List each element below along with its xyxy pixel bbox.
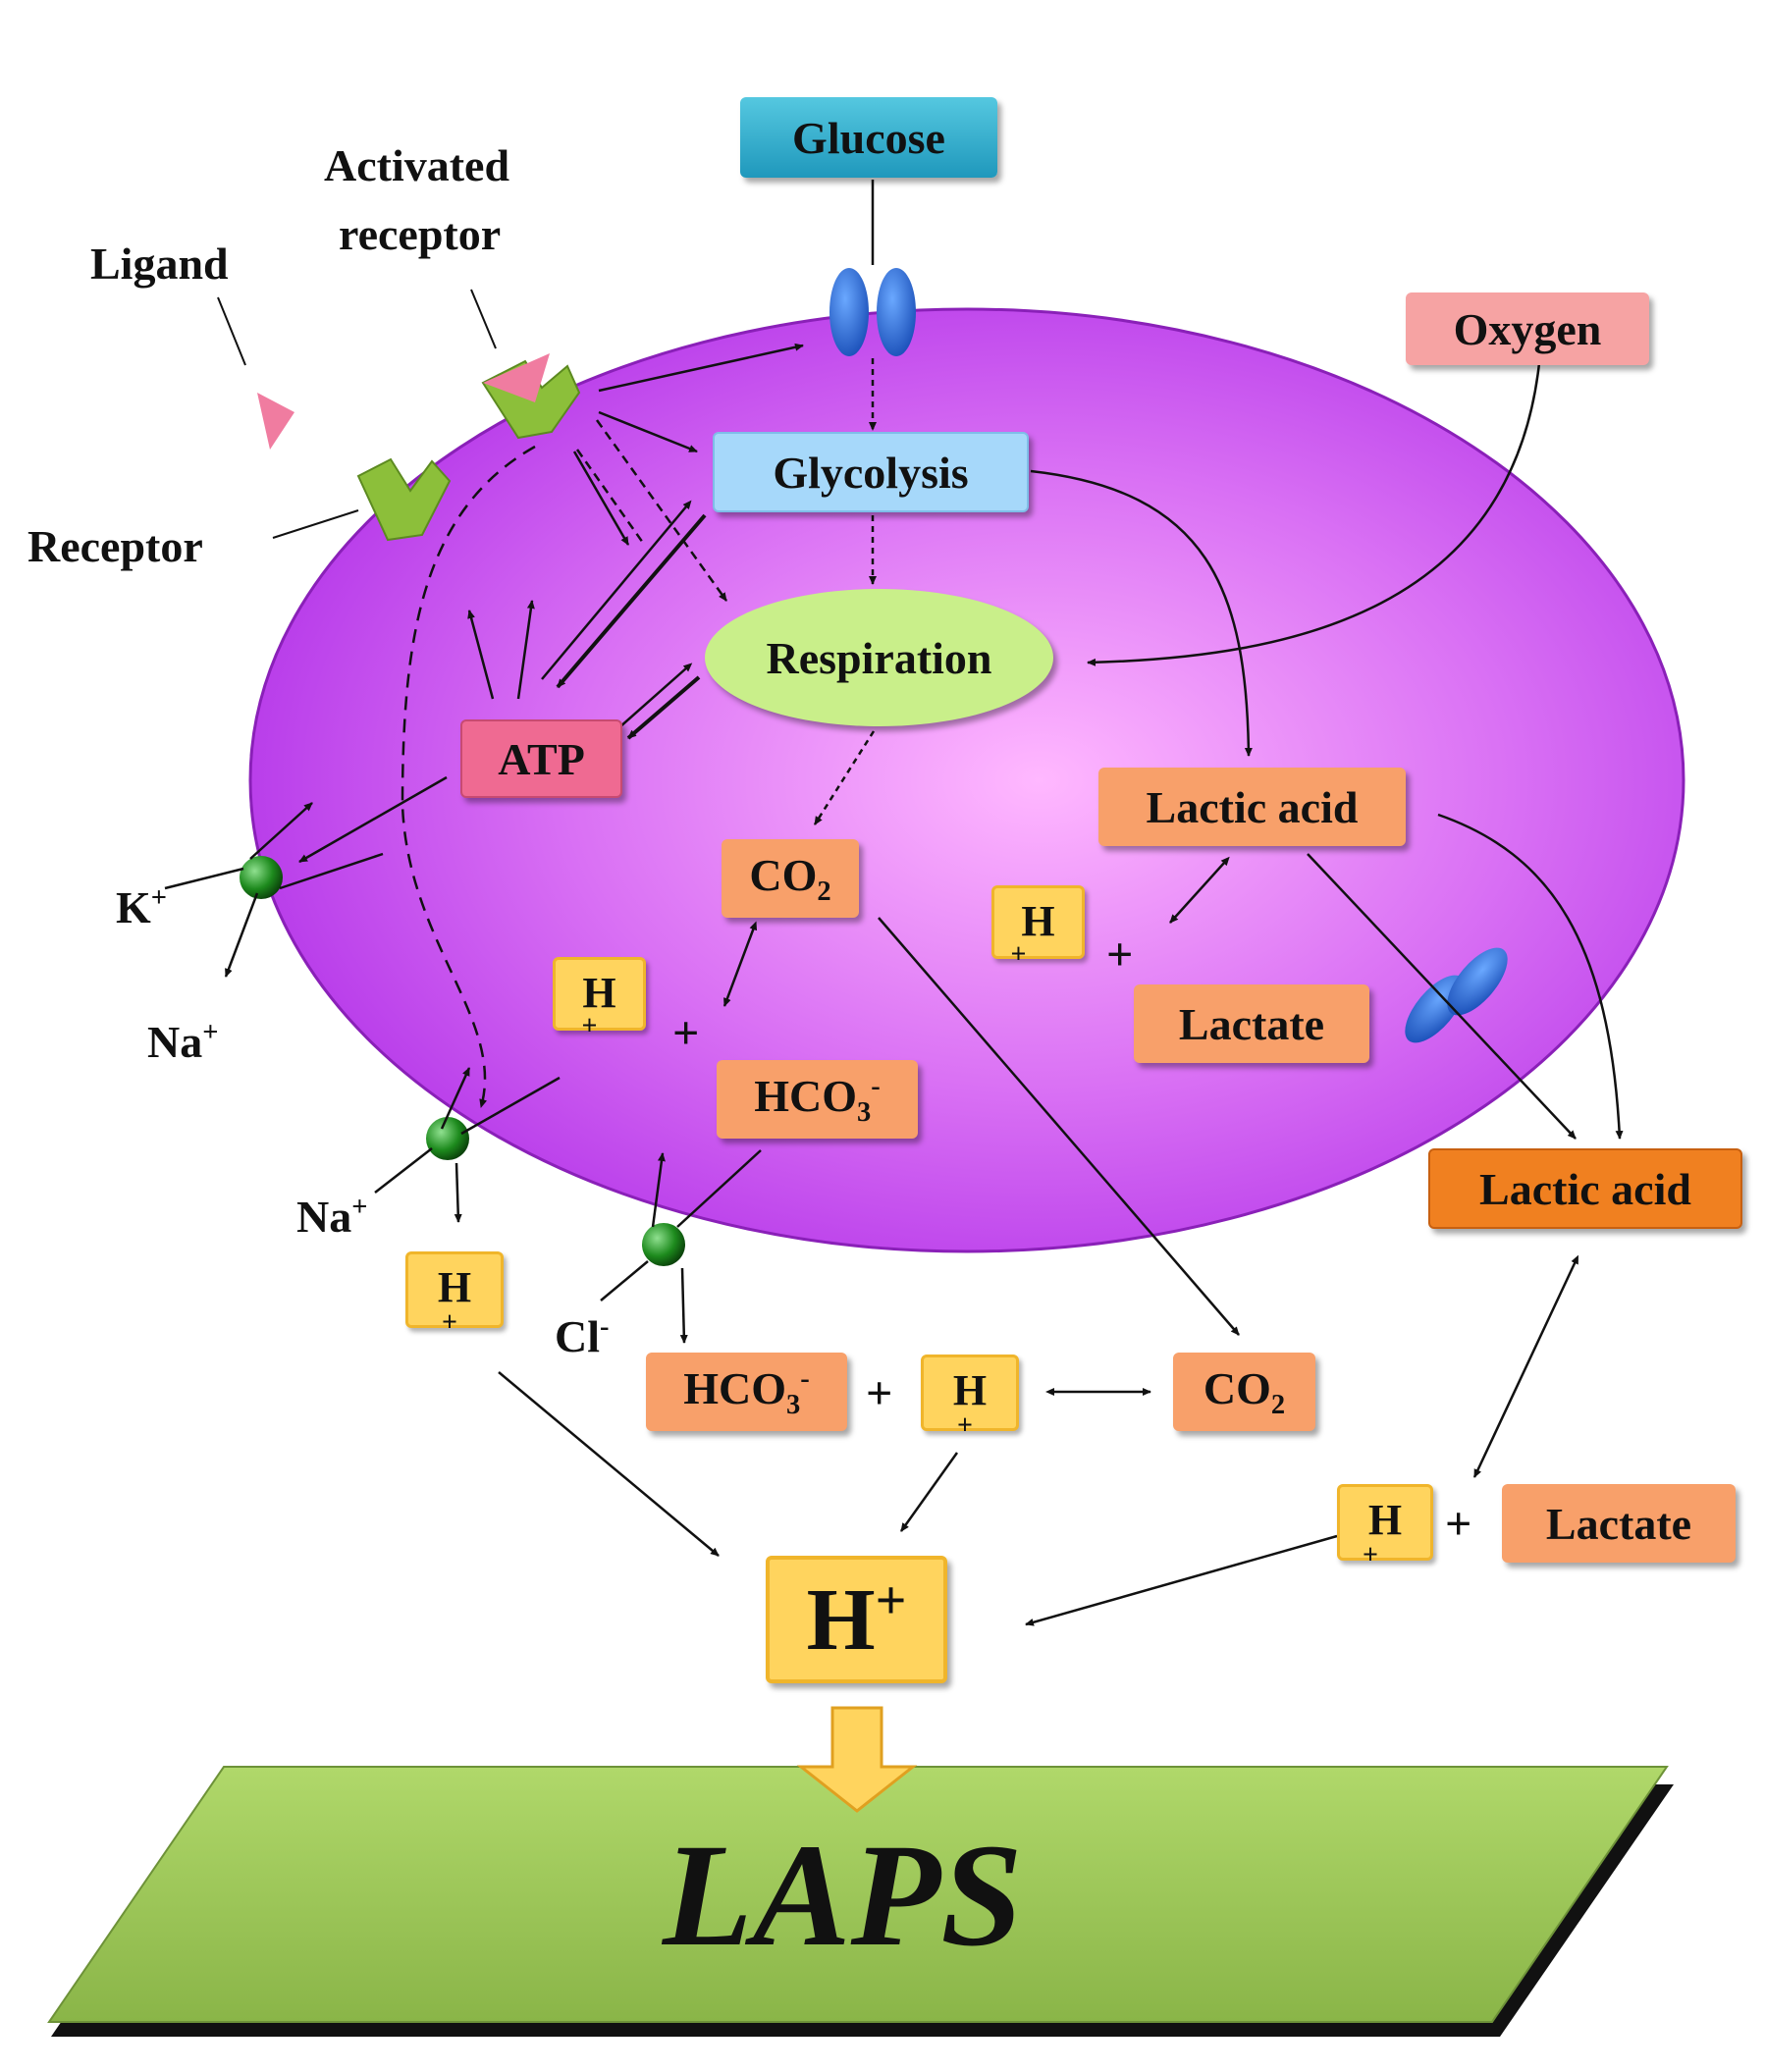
k-na-exchanger [240,856,283,899]
h-ion-plus: + [957,1410,973,1441]
na-2-text: Na [296,1192,352,1242]
k-sup: + [150,882,168,914]
h-plus-main-text: H [806,1570,876,1669]
co2-outer-label: CO2 [1203,1362,1285,1421]
lactic-acid-inner-label: Lactic acid [1146,781,1359,832]
bound-ligand-shape [483,353,550,402]
co2-inner-sub: 2 [817,877,831,908]
plus-sign-lactate-outer: + [1445,1498,1472,1550]
h-plus-main-box: H+ [766,1556,947,1683]
hco3-outer-box: HCO3- [646,1353,847,1431]
glycolysis-box: Glycolysis [713,432,1029,512]
receptor-label: Receptor [27,521,203,571]
h-ion-plus: + [1010,939,1027,970]
ligand-label: Ligand [90,239,229,289]
hco3-outer-text: HCO [683,1362,786,1413]
oxygen-box: Oxygen [1406,292,1649,365]
hco3-outer-label: HCO3- [683,1362,810,1421]
activated-receptor-label-line1: Activated [324,140,510,190]
co2-outer-box: CO2 [1173,1353,1315,1431]
h-ion-letter: H [952,1366,988,1414]
laps-plate [47,1766,1669,2023]
lactate-transporter-b [1447,947,1508,1016]
na-2-sup: + [351,1192,368,1223]
plus-sign-bicarb-inner: + [672,1007,700,1059]
plus-sign-bicarb-outer: + [866,1367,893,1419]
hco3-inner-box: HCO3- [717,1060,918,1139]
lactic-acid-inner-box: Lactic acid [1098,768,1406,846]
plus-sign-lactate-inner: + [1106,929,1134,981]
na-1-sup: + [202,1017,219,1048]
glucose-channel-right [877,268,916,356]
atp-label: ATP [498,733,585,784]
lactate-outer-box: Lactate [1502,1484,1736,1563]
h-ion-plus: + [581,1011,598,1041]
lactate-outer-label: Lactate [1545,1498,1692,1549]
h-ion-inner-bicarb: H + [553,957,646,1041]
activated-receptor-label-line2: receptor [339,209,502,259]
hco3-inner-label: HCO3- [754,1070,881,1129]
co2-outer-sub: 2 [1270,1390,1286,1421]
na-1-text: Na [147,1017,203,1067]
hco3-outer-sup: - [800,1363,810,1395]
h-ion-inner-lactate: H + [991,885,1085,970]
respiration-box: Respiration [705,589,1053,726]
k-text: K [116,882,151,932]
cl-ion-label: Cl- [555,1310,610,1362]
receptor-shape [356,457,452,542]
ligand-shape [257,393,294,450]
h-ion-letter: H [437,1263,472,1311]
co2-inner-text: CO [749,849,818,900]
glucose-label: Glucose [792,112,945,163]
co2-inner-label: CO2 [749,849,830,908]
glycolysis-label: Glycolysis [773,447,969,498]
h-ion-letter: H [1021,897,1055,945]
lactate-inner-box: Lactate [1134,984,1369,1063]
down-arrow-to-laps [796,1706,918,1813]
na-ion-label-1: Na+ [147,1016,218,1068]
na-h-exchanger [426,1117,469,1160]
hco3-inner-text: HCO [754,1070,857,1121]
glucose-channel-left [829,268,869,356]
oxygen-label: Oxygen [1453,303,1602,354]
na-ion-label-2: Na+ [296,1191,367,1243]
h-ion-plus: + [1363,1540,1378,1570]
respiration-label: Respiration [766,632,992,683]
glucose-box: Glucose [740,97,997,178]
k-ion-label: K+ [116,881,167,933]
lactic-acid-outer-label: Lactic acid [1479,1163,1691,1214]
hco3-outer-sub: 3 [786,1390,801,1421]
co2-inner-box: CO2 [722,839,859,918]
lactic-acid-outer-box: Lactic acid [1428,1148,1742,1229]
h-plus-main-sup: + [875,1569,907,1631]
h-plus-main-label: H+ [807,1569,907,1671]
hco3-inner-sub: 3 [857,1097,872,1129]
h-ion-lactate-out: H + [1337,1484,1433,1570]
cl-text: Cl [555,1311,600,1361]
cl-sup: - [600,1311,610,1343]
cl-hco3-exchanger [642,1223,685,1266]
h-ion-exchanger-out: H + [405,1251,504,1338]
h-ion-letter: H [582,969,616,1017]
atp-box: ATP [460,719,622,798]
h-ion-letter: H [1367,1496,1403,1544]
laps-label: LAPS [663,1814,1023,1977]
h-ion-bicarb-out: H + [921,1355,1019,1441]
h-ion-plus: + [442,1307,457,1338]
hco3-inner-sup: - [871,1071,881,1102]
lactate-inner-label: Lactate [1178,998,1325,1049]
co2-outer-text: CO [1203,1362,1271,1413]
